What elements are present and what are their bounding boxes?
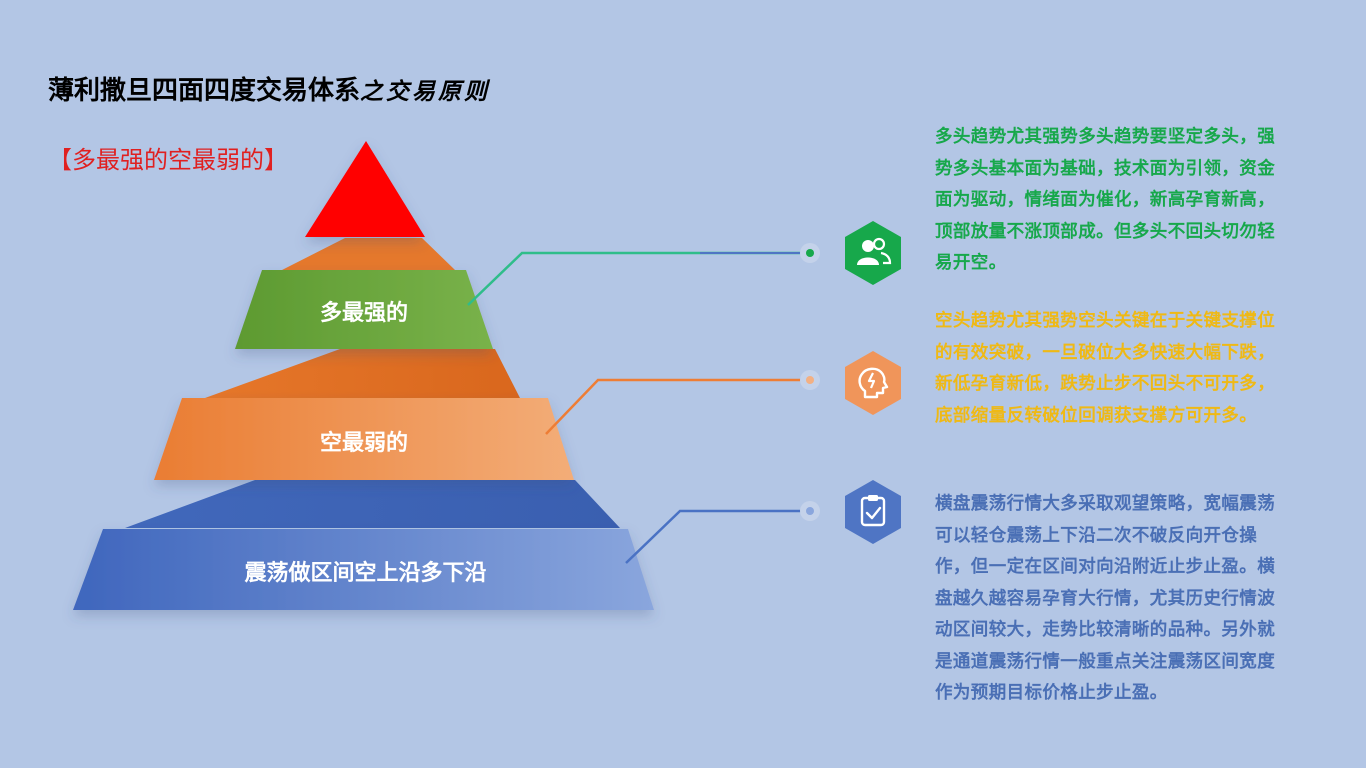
pyramid-connector-bottom: [125, 480, 620, 528]
users-icon: [843, 219, 903, 287]
pyramid-peak: [305, 141, 425, 237]
pyramid-connector-top: [282, 238, 455, 270]
pyramid-layer-top: [235, 270, 493, 349]
connector-dot-blue-core: [806, 507, 814, 515]
layer-label-top: 多最强的: [319, 301, 408, 326]
description-bearish-trend: 空头趋势尤其强势空头关键在于关键支撑位的有效突破，一旦破位大多快速大幅下跌，新低…: [935, 311, 1276, 426]
layer-label-middle: 空最弱的: [319, 431, 408, 456]
title-main: 薄利撒旦四面四度交易体系: [48, 76, 361, 106]
clipboard-check-icon: [843, 478, 903, 546]
connector-line-orange: [545, 378, 810, 435]
pyramid-layer-bottom: [73, 529, 654, 610]
connector-line-green: [467, 251, 810, 306]
pyramid-layer-middle: [154, 398, 574, 480]
layer-label-bottom: 震荡做区间空上沿多下沿: [244, 561, 487, 586]
pyramid-connector-middle: [205, 349, 520, 398]
description-bullish-trend: 多头趋势尤其强势多头趋势要坚定多头，强势多头基本面为基础，技术面为引领，资金面为…: [935, 127, 1276, 273]
description-range-market: 横盘震荡行情大多采取观望策略，宽幅震荡可以轻仓震荡上下沿二次不破反向开仓操作，但…: [935, 494, 1276, 703]
page-title: 薄利撒旦四面四度交易体系之交易原则: [48, 70, 490, 107]
title-suffix: 之交易原则: [360, 78, 491, 105]
subtitle: 【多最强的空最弱的】: [48, 146, 288, 174]
connector-dot-orange-core: [806, 376, 814, 384]
idea-head-icon: [843, 349, 903, 417]
connector-line-blue: [625, 509, 810, 564]
connector-dot-green-core: [806, 249, 814, 257]
